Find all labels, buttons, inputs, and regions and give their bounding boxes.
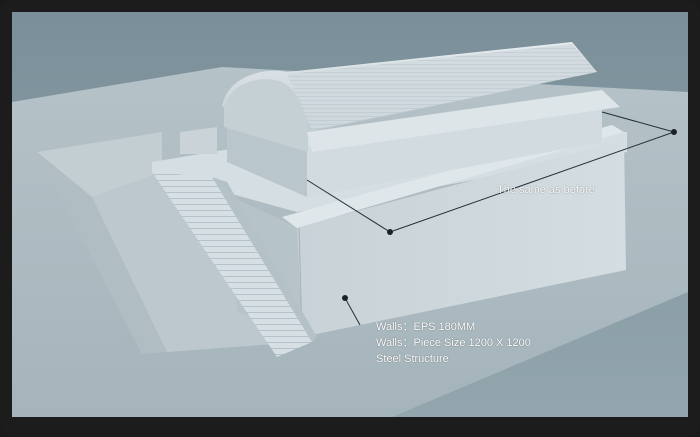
roof-callout-line-a <box>306 179 391 233</box>
upper-front-wall <box>307 102 602 197</box>
embankment-top <box>37 132 162 197</box>
building-render <box>12 12 688 417</box>
wall-note-structure: Steel Structure <box>376 353 449 365</box>
render-viewport: The same as before Walls：EPS 180MM Walls… <box>12 12 688 417</box>
callout-dot-1 <box>387 229 393 235</box>
side-platform <box>180 127 217 154</box>
base-front-wall <box>297 140 626 337</box>
wall-note-piece-size: Walls：Piece Size 1200 X 1200 <box>376 337 531 349</box>
wall-note-eps: Walls：EPS 180MM <box>376 321 476 333</box>
staircase <box>152 172 312 357</box>
callout-dot-3 <box>342 295 348 301</box>
callout-dot-2 <box>671 129 677 135</box>
roof-overhang <box>307 90 620 152</box>
wall-callout-line <box>344 297 361 326</box>
roof-ribs <box>287 44 597 130</box>
stair-side <box>212 177 317 342</box>
gable-end <box>224 79 308 152</box>
roof-callout-line-b <box>389 131 675 233</box>
roof-note-label: The same as before <box>497 184 595 196</box>
roof-callout-line-c <box>601 111 675 133</box>
embankment-slope <box>37 152 167 354</box>
